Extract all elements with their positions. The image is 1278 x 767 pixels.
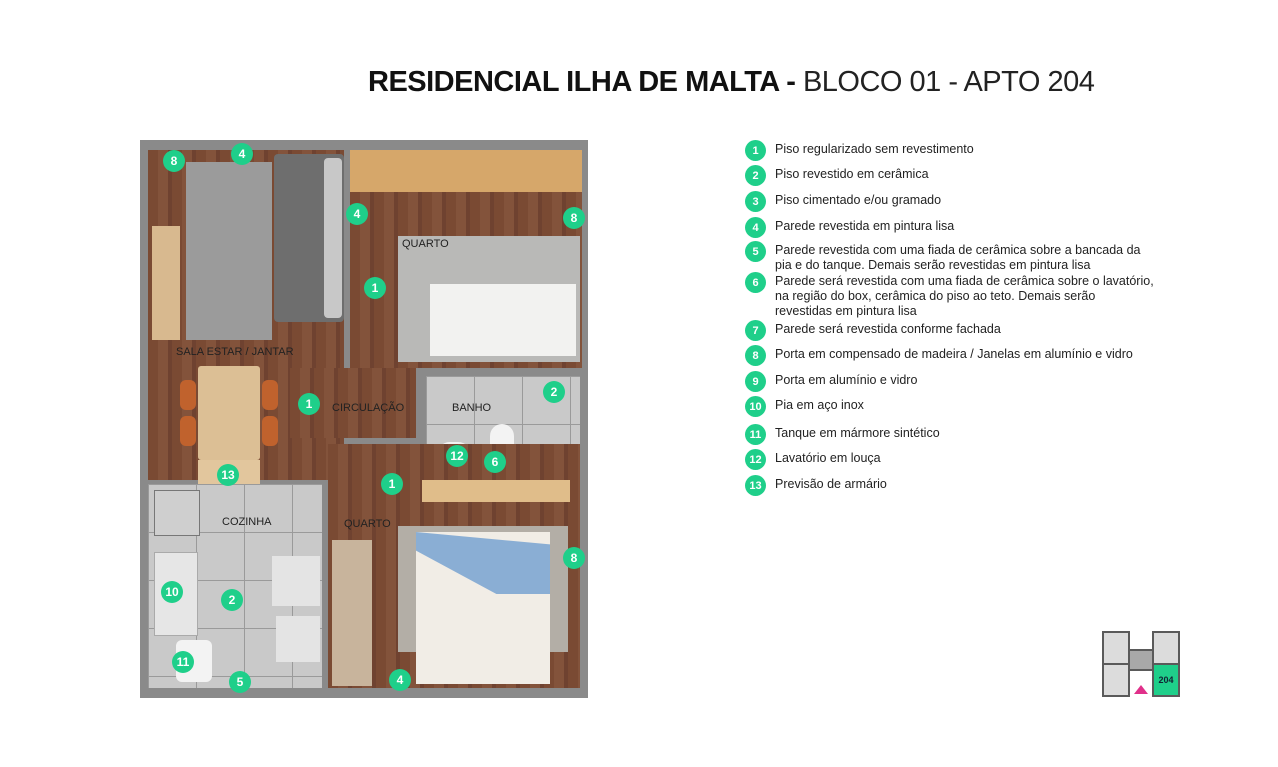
room-label-quarto-2: QUARTO (344, 518, 391, 530)
legend-text: Porta em alumínio e vidro (775, 373, 918, 387)
plan-marker-badge: 12 (446, 445, 468, 467)
fridge (272, 556, 320, 606)
plan-marker-badge: 1 (298, 393, 320, 415)
legend-item: 1 Piso regularizado sem revestimento (745, 140, 1155, 161)
stove (154, 490, 200, 536)
legend-text: Piso regularizado sem revestimento (775, 142, 974, 156)
legend-text: Lavatório em louça (775, 451, 881, 465)
legend-number-badge: 9 (745, 371, 766, 392)
room-label-quarto-1: QUARTO (402, 238, 449, 250)
plan-marker-badge: 10 (161, 581, 183, 603)
keyplan-unit (1102, 663, 1130, 697)
chair (180, 380, 196, 410)
legend-text: Parede revestida com uma fiada de cerâmi… (775, 243, 1141, 272)
title-project: RESIDENCIAL ILHA DE MALTA - (368, 66, 796, 98)
key-plan: 204 (1102, 631, 1180, 697)
room-label-circulacao: CIRCULAÇÃO (332, 402, 405, 414)
keyplan-unit-highlighted: 204 (1152, 663, 1180, 697)
bed (430, 284, 576, 356)
legend-number-badge: 3 (745, 191, 766, 212)
legend-text: Piso cimentado e/ou gramado (775, 193, 942, 207)
legend-text: Porta em compensado de madeira / Janelas… (775, 347, 1133, 361)
legend-text: Piso revestido em cerâmica (775, 167, 929, 181)
tv-console (152, 226, 180, 340)
desk (350, 150, 582, 192)
legend-item: 9 Porta em alumínio e vidro (745, 371, 1155, 392)
plan-marker-badge: 2 (221, 589, 243, 611)
legend-item: 8 Porta em compensado de madeira / Janela… (745, 345, 1155, 366)
plan-marker-badge: 4 (389, 669, 411, 691)
legend-number-badge: 7 (745, 320, 766, 341)
legend-item: 5 Parede revestida com uma fiada de cerâm… (745, 241, 1155, 273)
legend-item: 2 Piso revestido em cerâmica (745, 165, 1155, 186)
room-label-banho: BANHO (452, 402, 492, 414)
legend-number-badge: 6 (745, 272, 766, 293)
legend-text: Parede será revestida com uma fiada de c… (775, 274, 1154, 318)
page-title: RESIDENCIAL ILHA DE MALTA - BLOCO 01 - A… (368, 66, 1095, 99)
room-label-sala: SALA ESTAR / JANTAR (176, 346, 294, 358)
wardrobe (332, 540, 372, 686)
floor-plan: SALA ESTAR / JANTAR QUARTO CIRCULAÇÃO BA… (140, 140, 588, 698)
legend-item: 7 Parede será revestida conforme fachada (745, 320, 1155, 341)
legend-item: 12 Lavatório em louça (745, 449, 1155, 470)
rug (186, 162, 272, 340)
plan-marker-badge: 5 (229, 671, 251, 693)
chair (262, 416, 278, 446)
title-unit: BLOCO 01 - APTO 204 (795, 66, 1095, 98)
legend-number-badge: 8 (745, 345, 766, 366)
position-triangle-icon (1134, 685, 1148, 694)
keyplan-unit (1152, 631, 1180, 665)
keyplan-unit (1102, 631, 1130, 665)
keyplan-unit-label: 204 (1158, 675, 1174, 685)
legend-item: 11 Tanque em mármore sintético (745, 424, 1155, 445)
legend-number-badge: 12 (745, 449, 766, 470)
legend-item: 4 Parede revestida em pintura lisa (745, 217, 1155, 238)
legend-text: Parede será revestida conforme fachada (775, 322, 1001, 336)
room-label-cozinha: COZINHA (222, 516, 272, 528)
washer (276, 616, 320, 662)
legend-number-badge: 11 (745, 424, 766, 445)
legend-text: Previsão de armário (775, 477, 887, 491)
plan-marker-badge: 4 (346, 203, 368, 225)
shelf (422, 480, 570, 502)
legend-item: 3 Piso cimentado e/ou gramado (745, 191, 1155, 212)
plan-marker-badge: 1 (381, 473, 403, 495)
plan-marker-badge: 2 (543, 381, 565, 403)
chair (262, 380, 278, 410)
plan-marker-badge: 8 (563, 207, 585, 229)
legend-item: 13 Previsão de armário (745, 475, 1155, 496)
chair (180, 416, 196, 446)
plan-marker-badge: 1 (364, 277, 386, 299)
legend-number-badge: 13 (745, 475, 766, 496)
sofa-cushion (324, 158, 342, 318)
plan-marker-badge: 6 (484, 451, 506, 473)
legend-item: 10 Pia em aço inox (745, 396, 1155, 417)
legend-text: Pia em aço inox (775, 398, 864, 412)
legend-item: 6 Parede será revestida com uma fiada de … (745, 272, 1155, 319)
legend-number-badge: 10 (745, 396, 766, 417)
plan-marker-badge: 8 (163, 150, 185, 172)
legend-number-badge: 2 (745, 165, 766, 186)
legend-number-badge: 4 (745, 217, 766, 238)
plan-marker-badge: 11 (172, 651, 194, 673)
legend-number-badge: 5 (745, 241, 766, 262)
dining-table (198, 366, 260, 460)
legend-number-badge: 1 (745, 140, 766, 161)
plan-marker-badge: 8 (563, 547, 585, 569)
keyplan-core (1128, 649, 1154, 671)
plan-marker-badge: 13 (217, 464, 239, 486)
plan-marker-badge: 4 (231, 143, 253, 165)
legend-text: Parede revestida em pintura lisa (775, 219, 955, 233)
legend-text: Tanque em mármore sintético (775, 426, 940, 440)
